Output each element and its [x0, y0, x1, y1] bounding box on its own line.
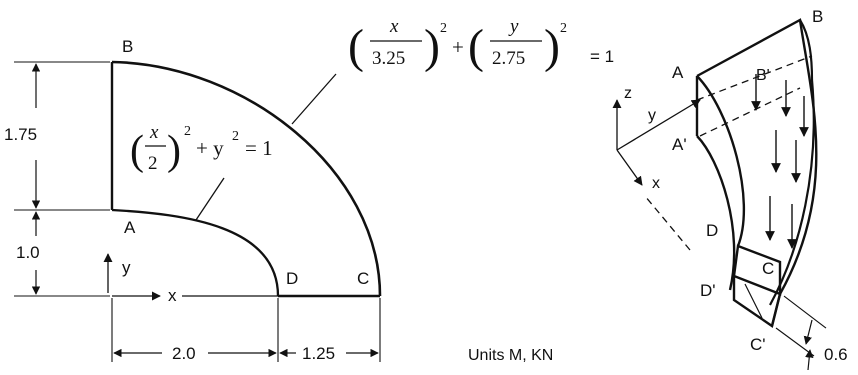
- iso-point-d-prime-label: D': [700, 281, 716, 300]
- eq-inner-exp: 2: [184, 124, 191, 139]
- iso-hidden-line-1: [696, 55, 813, 101]
- iso-hidden-line-2: [699, 87, 801, 137]
- iso-back-edge: [769, 19, 815, 306]
- iso-point-a-label: A: [672, 63, 684, 82]
- eq-inner-lparen: (: [130, 128, 144, 174]
- iso-point-b-label: B: [812, 7, 823, 26]
- inner-arc: [111, 208, 280, 297]
- y-axis-label: y: [122, 258, 131, 277]
- eq-outer-den-2: 2.75: [492, 48, 525, 69]
- iso-inner-top-curve: [696, 75, 746, 247]
- eq-outer-num-2: y: [508, 16, 519, 37]
- iso-point-c-label: C: [762, 259, 774, 278]
- dim-upper-label: 1.75: [4, 125, 37, 144]
- eq-outer-rparen-2: ): [544, 20, 560, 73]
- eq-outer-den-1: 3.25: [372, 48, 405, 69]
- dim-width-inner-label: 2.0: [172, 344, 196, 363]
- eq-inner-rparen: ): [167, 128, 181, 174]
- point-c-label: C: [357, 269, 369, 288]
- eq-inner-num: x: [149, 122, 159, 143]
- dim-width-outer-label: 1.25: [302, 344, 335, 363]
- thickness-ext-2: [775, 327, 815, 357]
- eq-outer-lparen-1: (: [348, 20, 364, 73]
- eq-inner-rest-exp: 2: [232, 129, 239, 144]
- iso-point-d-label: D: [706, 221, 718, 240]
- eq-inner-eq: = 1: [245, 136, 273, 160]
- equation-outer: ( x 3.25 ) 2 + ( y 2.75 ) 2 = 1: [348, 16, 614, 73]
- point-a-label: A: [124, 218, 136, 237]
- iso-point-b-prime-label: B': [756, 67, 770, 84]
- point-d-label: D: [286, 269, 298, 288]
- outer-arc: [111, 60, 382, 297]
- iso-z-axis-label: z: [624, 85, 632, 102]
- dim-lower-label: 1.0: [16, 243, 40, 262]
- eq-inner-den: 2: [148, 153, 158, 174]
- eq-outer-plus: +: [452, 35, 464, 59]
- eq-outer-eq: = 1: [590, 47, 614, 66]
- iso-inner-bottom-curve: [696, 135, 736, 291]
- thickness-arrow-1: [803, 319, 813, 345]
- point-b-label: B: [122, 37, 133, 56]
- leader-outer: [291, 73, 337, 125]
- eq-outer-exp-1: 2: [440, 21, 447, 36]
- iso-x-axis-label: x: [652, 175, 660, 192]
- iso-x-axis-arrow: [616, 149, 643, 186]
- iso-y-axis-arrow: [616, 99, 701, 151]
- iso-view: z y x A A' B B' D D' C C': [612, 7, 848, 371]
- thickness-label: 0.6: [824, 345, 848, 364]
- units-caption: Units M, KN: [468, 347, 553, 364]
- plan-view: 1.75 1.0 B A D C y x 2.0 1.25 (: [4, 16, 614, 363]
- x-axis-label: x: [168, 286, 177, 305]
- equation-inner: ( x 2 ) 2 + y 2 = 1: [130, 122, 273, 174]
- iso-point-c-prime-label: C': [750, 335, 766, 354]
- iso-top-outer-edge: [696, 18, 818, 295]
- iso-y-axis-label: y: [648, 107, 656, 124]
- leader-inner: [195, 177, 225, 221]
- iso-point-a-prime-label: A': [672, 135, 687, 154]
- eq-outer-num-1: x: [389, 16, 399, 37]
- eq-outer-rparen-1: ): [424, 20, 440, 73]
- eq-outer-exp-2: 2: [560, 21, 567, 36]
- thickness-arrow-2: [805, 349, 814, 371]
- iso-hidden-line-3: [644, 195, 691, 251]
- iso-end-face-edge: [770, 293, 782, 327]
- iso-end-face-hatch: [744, 283, 763, 319]
- eq-outer-lparen-2: (: [468, 20, 484, 73]
- thickness-ext-1: [783, 295, 827, 329]
- eq-inner-rest: + y: [196, 136, 224, 160]
